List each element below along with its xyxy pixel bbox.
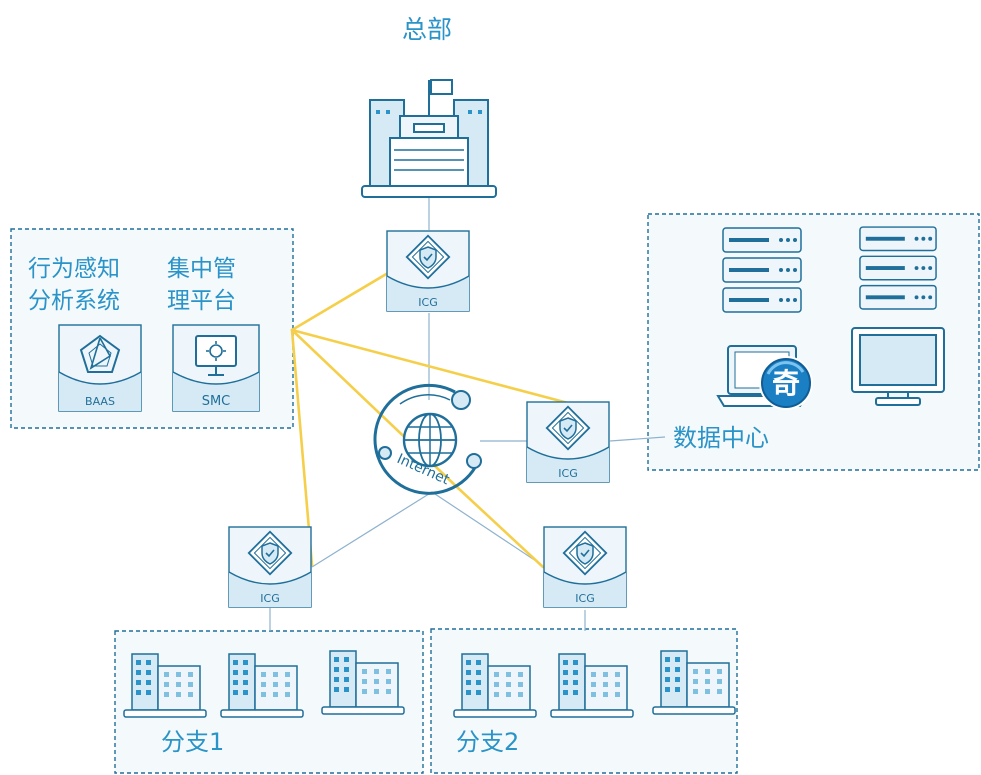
qi-badge-label: 奇	[772, 367, 800, 400]
icg-headquarters[interactable]: ICG	[386, 230, 470, 312]
branch2-label: 分支2	[456, 728, 519, 756]
server-rack-icon	[859, 226, 937, 310]
smc-title-line2: 理平台	[167, 288, 236, 314]
hq-label: 总部	[402, 15, 452, 44]
icg-label: ICG	[418, 296, 437, 309]
icg-branch2[interactable]: ICG	[543, 526, 627, 608]
server-rack-icon	[722, 227, 802, 313]
desktop-monitor-icon	[851, 327, 945, 406]
icg-label: ICG	[575, 592, 594, 605]
monitor-gear-icon	[195, 335, 237, 376]
icg-label: ICG	[260, 592, 279, 605]
qi-badge-icon: 奇	[759, 356, 813, 410]
smc-title-line1: 集中管	[167, 256, 236, 282]
smc-tile[interactable]: SMC	[172, 324, 260, 412]
baas-title-line1: 行为感知	[28, 256, 120, 282]
branch1-label: 分支1	[161, 728, 224, 756]
smc-tile-label: SMC	[202, 394, 231, 409]
internet-globe-icon	[373, 383, 482, 495]
icg-branch1[interactable]: ICG	[228, 526, 312, 608]
baas-title-line2: 分析系统	[28, 288, 120, 314]
baas-tile-label: BAAS	[85, 395, 115, 408]
radar-chart-icon	[79, 334, 121, 373]
icg-datacenter[interactable]: ICG	[526, 401, 610, 483]
icg-label: ICG	[558, 467, 577, 480]
datacenter-label: 数据中心	[673, 424, 769, 452]
baas-tile[interactable]: BAAS	[58, 324, 142, 412]
headquarters-building-icon	[361, 79, 497, 198]
